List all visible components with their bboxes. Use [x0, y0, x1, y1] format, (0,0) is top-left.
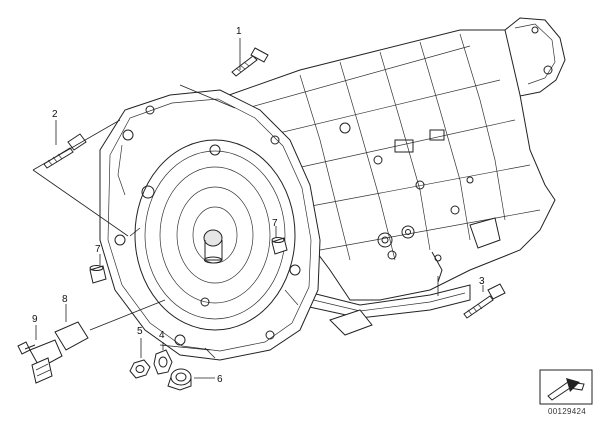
- seal-part-6: [167, 368, 192, 391]
- dowel-pin-right: [271, 237, 288, 255]
- bolt-part-2: [43, 133, 87, 169]
- bolt-part-1: [231, 47, 269, 77]
- callout-4: 4: [159, 330, 165, 341]
- callout-5: 5: [137, 326, 143, 337]
- callout-9: 9: [32, 314, 38, 325]
- callout-3: 3: [479, 276, 485, 287]
- callout-8: 8: [62, 294, 68, 305]
- screw-part-9: [17, 341, 36, 355]
- callout-2: 2: [52, 109, 58, 120]
- parts-catalog-arrow-icon: [539, 369, 593, 405]
- callout-7-left: 7: [95, 244, 101, 255]
- dowel-pin-left: [89, 265, 107, 284]
- nut-part-5: [129, 359, 151, 379]
- bolt-part-3: [463, 283, 506, 319]
- bell-housing: [99, 89, 321, 361]
- leader-lines: [32, 38, 484, 379]
- sensor-part-8: [29, 321, 89, 384]
- transmission-housing: [214, 17, 566, 336]
- callout-7-right: 7: [272, 218, 278, 229]
- callout-1: 1: [236, 26, 242, 37]
- reference-number: 00129424: [548, 407, 586, 416]
- callout-labels: 1 2 3 4 5 6 7 7 8 9: [32, 26, 485, 385]
- washer-part-4: [153, 349, 173, 375]
- callout-6: 6: [217, 374, 223, 385]
